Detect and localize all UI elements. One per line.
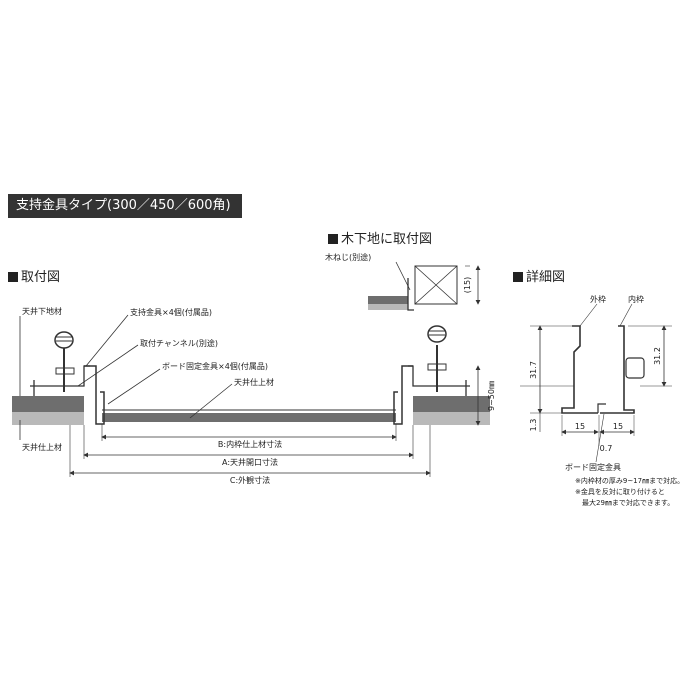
section-detail-heading: 詳細図 xyxy=(513,266,565,285)
ceiling-finish-right xyxy=(413,412,490,425)
ceiling-base-left xyxy=(12,396,84,412)
board-fitting-part xyxy=(625,357,645,379)
note-max: 最大29㎜まで対応できます。 xyxy=(582,498,674,507)
ceiling-finish-left xyxy=(12,412,84,425)
label-channel: 取付チャンネル(別途) xyxy=(140,338,218,348)
label-outer-frame: 外枠 xyxy=(590,294,606,304)
note-reverse: ※金具を反対に取り付けると xyxy=(575,487,665,496)
label-dim-b: B:内枠仕上材寸法 xyxy=(218,439,282,449)
inner-frame-profile xyxy=(600,325,635,414)
frame-right xyxy=(393,365,413,425)
label-dim-0-7: 0.7 xyxy=(600,444,613,453)
label-ceiling-finish: 天井仕上材 xyxy=(22,442,62,452)
section-detail-label: 詳細図 xyxy=(526,270,566,285)
label-board-fitting: ボード固定金具×4個(付属品) xyxy=(162,361,268,371)
label-detail-board-fitting: ボード固定金具 xyxy=(565,462,621,472)
section-install-label: 取付図 xyxy=(21,270,61,285)
detail-diagram: 外枠 内枠 31.7 31.2 1.3 15 15 0.7 ボード固定金具 ※内… xyxy=(520,294,684,507)
square-bullet-icon xyxy=(8,272,18,282)
install-diagram: 天井下地材 天井仕上材 支持金具×4個(付属品) 取付チャンネル(別途) ボード… xyxy=(12,306,496,485)
ceiling-base-right xyxy=(413,396,490,412)
page-title: 支持金具タイプ(300／450／600角) xyxy=(8,194,242,218)
knob-left-icon xyxy=(54,331,74,349)
label-dim-31-7: 31.7 xyxy=(529,361,538,379)
label-dim-1-3: 1.3 xyxy=(529,419,538,432)
label-ceiling-base: 天井下地材 xyxy=(22,306,62,316)
label-ceiling-finish-inner: 天井仕上材 xyxy=(234,377,274,387)
inner-board xyxy=(102,413,396,422)
label-dim-height: 9~50㎜ xyxy=(487,381,496,411)
note-thickness: ※内枠材の厚み9~17㎜まで対応。 xyxy=(575,476,684,485)
label-dim-15-outer: 15 xyxy=(575,422,585,431)
section-wood-heading: 木下地に取付図 xyxy=(328,228,432,247)
label-wood-screw: 木ねじ(別途) xyxy=(325,252,371,262)
knob-right-icon xyxy=(427,325,447,343)
section-wood-label: 木下地に取付図 xyxy=(341,232,433,247)
label-support-fitting: 支持金具×4個(付属品) xyxy=(130,307,212,317)
label-dim-15-inner: 15 xyxy=(613,422,623,431)
square-bullet-icon xyxy=(513,272,523,282)
label-wood-dim: (15) xyxy=(463,277,472,293)
square-bullet-icon xyxy=(328,234,338,244)
frame-left xyxy=(84,365,105,425)
section-install-heading: 取付図 xyxy=(8,266,60,285)
wood-diagram: 木ねじ(別途) (15) xyxy=(325,252,481,311)
label-dim-a: A:天井開口寸法 xyxy=(222,457,278,467)
outer-frame-profile xyxy=(561,325,598,414)
label-dim-c: C:外観寸法 xyxy=(230,475,270,485)
label-dim-31-2: 31.2 xyxy=(653,347,662,365)
label-inner-frame: 内枠 xyxy=(628,294,644,304)
